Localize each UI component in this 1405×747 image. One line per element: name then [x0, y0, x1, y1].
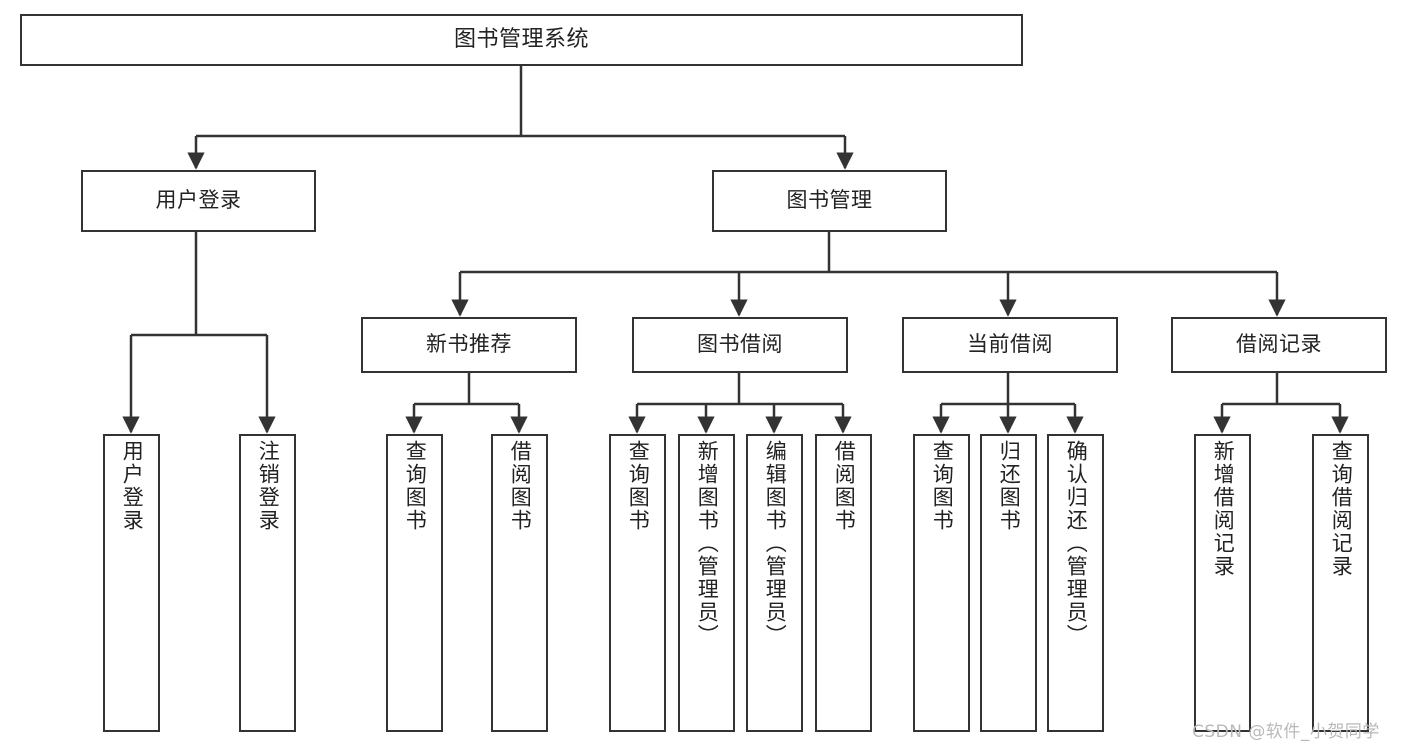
node-leaf-query-book-2-label: 查询图书 — [626, 440, 651, 532]
node-leaf-borrow-book-2-label: 借阅图书 — [832, 440, 857, 532]
node-new-book-recommend[interactable]: 新书推荐 — [361, 317, 577, 373]
node-book-manage[interactable]: 图书管理 — [712, 170, 947, 232]
node-leaf-edit-book-label: 编辑图书（管理员） — [763, 440, 788, 647]
node-leaf-add-record[interactable]: 新增借阅记录 — [1194, 434, 1251, 732]
node-leaf-edit-book[interactable]: 编辑图书（管理员） — [746, 434, 803, 732]
node-leaf-query-book-3-label: 查询图书 — [930, 440, 955, 532]
node-leaf-confirm-return[interactable]: 确认归还（管理员） — [1047, 434, 1104, 732]
node-book-borrow-label: 图书借阅 — [697, 332, 783, 357]
node-leaf-borrow-book-2[interactable]: 借阅图书 — [815, 434, 872, 732]
node-leaf-add-record-label: 新增借阅记录 — [1211, 440, 1236, 578]
node-leaf-borrow-book-1[interactable]: 借阅图书 — [491, 434, 548, 732]
node-leaf-return-book[interactable]: 归还图书 — [980, 434, 1037, 732]
node-root-system[interactable]: 图书管理系统 — [20, 14, 1023, 66]
node-user-login-label: 用户登录 — [155, 188, 242, 213]
node-leaf-return-book-label: 归还图书 — [997, 440, 1022, 532]
node-leaf-query-book-2[interactable]: 查询图书 — [609, 434, 666, 732]
node-borrow-record-label: 借阅记录 — [1236, 332, 1322, 357]
node-leaf-query-record[interactable]: 查询借阅记录 — [1312, 434, 1369, 732]
node-user-login[interactable]: 用户登录 — [81, 170, 316, 232]
node-book-manage-label: 图书管理 — [786, 188, 873, 213]
node-new-book-recommend-label: 新书推荐 — [426, 332, 512, 357]
node-root-label: 图书管理系统 — [453, 26, 589, 52]
node-leaf-user-logout[interactable]: 注销登录 — [239, 434, 296, 732]
node-leaf-query-book-1-label: 查询图书 — [403, 440, 428, 532]
node-book-borrow[interactable]: 图书借阅 — [632, 317, 848, 373]
node-leaf-query-book-3[interactable]: 查询图书 — [913, 434, 970, 732]
node-leaf-user-logout-label: 注销登录 — [256, 440, 281, 532]
node-leaf-confirm-return-label: 确认归还（管理员） — [1064, 440, 1089, 647]
node-leaf-query-record-label: 查询借阅记录 — [1329, 440, 1354, 578]
node-leaf-user-login-label: 用户登录 — [120, 440, 145, 532]
node-leaf-add-book-label: 新增图书（管理员） — [695, 440, 720, 647]
node-current-borrow[interactable]: 当前借阅 — [902, 317, 1118, 373]
node-leaf-user-login[interactable]: 用户登录 — [103, 434, 160, 732]
node-leaf-add-book[interactable]: 新增图书（管理员） — [678, 434, 735, 732]
node-leaf-query-book-1[interactable]: 查询图书 — [386, 434, 443, 732]
node-leaf-borrow-book-1-label: 借阅图书 — [508, 440, 533, 532]
node-current-borrow-label: 当前借阅 — [967, 332, 1053, 357]
node-borrow-record[interactable]: 借阅记录 — [1171, 317, 1387, 373]
watermark: CSDN @软件_小贺同学 — [1192, 722, 1380, 742]
